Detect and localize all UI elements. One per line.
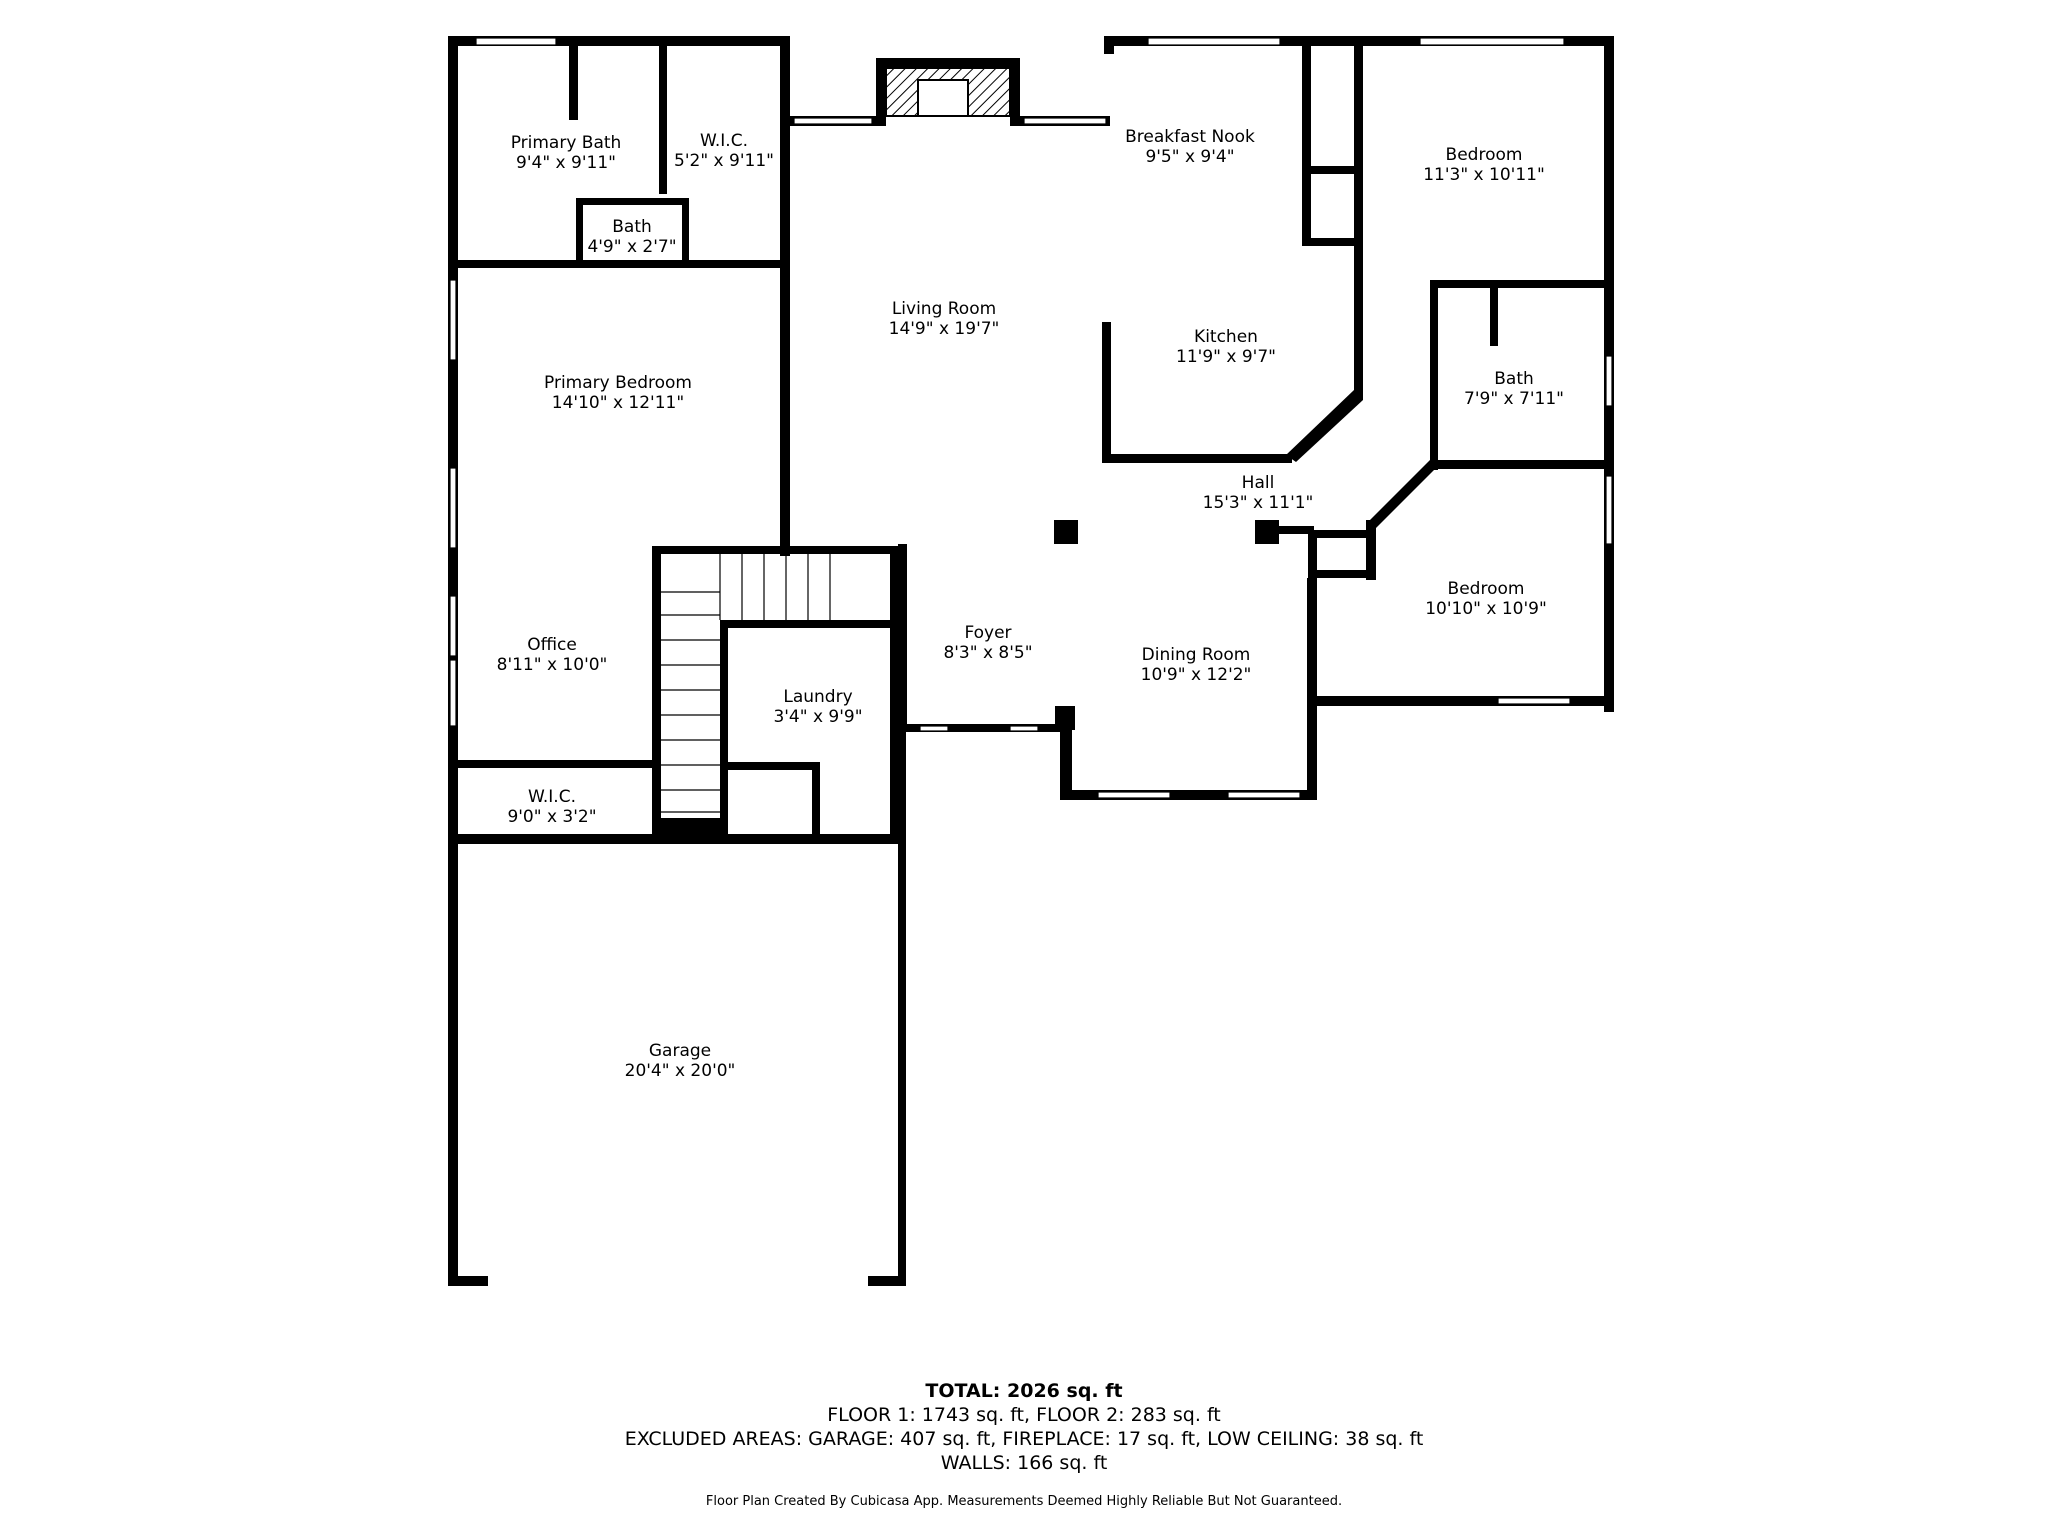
room-living-room-name: Living Room xyxy=(892,299,996,319)
windows xyxy=(449,37,1613,799)
room-primary-bedroom-dims: 14'10" x 12'11" xyxy=(552,393,684,413)
room-bath-small-name: Bath xyxy=(612,217,652,237)
room-bath-right-dims: 7'9" x 7'11" xyxy=(1464,389,1564,409)
room-wic-top-name: W.I.C. xyxy=(700,131,748,151)
room-hall-dims: 15'3" x 11'1" xyxy=(1203,493,1314,513)
room-bedroom-top-name: Bedroom xyxy=(1446,145,1523,165)
room-hall-name: Hall xyxy=(1242,473,1275,493)
room-wic-bottom-dims: 9'0" x 3'2" xyxy=(507,807,596,827)
room-labels: Primary Bath 9'4" x 9'11" W.I.C. 5'2" x … xyxy=(497,127,1564,1081)
room-office-name: Office xyxy=(527,635,577,655)
room-kitchen-dims: 11'9" x 9'7" xyxy=(1176,347,1276,367)
room-garage-dims: 20'4" x 20'0" xyxy=(625,1061,736,1081)
room-garage-name: Garage xyxy=(649,1041,711,1061)
room-primary-bedroom-name: Primary Bedroom xyxy=(544,373,692,393)
disclaimer: Floor Plan Created By Cubicasa App. Meas… xyxy=(705,1494,1343,1509)
room-laundry-name: Laundry xyxy=(783,687,852,707)
room-foyer-name: Foyer xyxy=(964,623,1011,643)
room-bedroom-bottom-name: Bedroom xyxy=(1448,579,1525,599)
summary-walls: WALLS: 166 sq. ft xyxy=(940,1452,1108,1474)
room-bath-right-name: Bath xyxy=(1494,369,1534,389)
room-wic-bottom-name: W.I.C. xyxy=(528,787,576,807)
room-foyer-dims: 8'3" x 8'5" xyxy=(943,643,1032,663)
staircase xyxy=(661,554,831,813)
summary-floors: FLOOR 1: 1743 sq. ft, FLOOR 2: 283 sq. f… xyxy=(827,1404,1221,1426)
room-office-dims: 8'11" x 10'0" xyxy=(497,655,608,675)
room-wic-top-dims: 5'2" x 9'11" xyxy=(674,151,774,171)
room-breakfast-nook-name: Breakfast Nook xyxy=(1125,127,1255,147)
room-living-room-dims: 14'9" x 19'7" xyxy=(889,319,1000,339)
room-primary-bath-name: Primary Bath xyxy=(511,133,622,153)
room-breakfast-nook-dims: 9'5" x 9'4" xyxy=(1145,147,1234,167)
room-kitchen-name: Kitchen xyxy=(1194,327,1258,347)
room-bedroom-bottom-dims: 10'10" x 10'9" xyxy=(1425,599,1547,619)
room-primary-bath-dims: 9'4" x 9'11" xyxy=(516,153,616,173)
summary-excluded: EXCLUDED AREAS: GARAGE: 407 sq. ft, FIRE… xyxy=(624,1428,1424,1450)
room-bedroom-top-dims: 11'3" x 10'11" xyxy=(1423,165,1545,185)
summary-total: TOTAL: 2026 sq. ft xyxy=(925,1380,1123,1402)
room-laundry-dims: 3'4" x 9'9" xyxy=(773,707,862,727)
room-dining-room-dims: 10'9" x 12'2" xyxy=(1141,665,1252,685)
room-bath-small-dims: 4'9" x 2'7" xyxy=(587,237,676,257)
room-dining-room-name: Dining Room xyxy=(1142,645,1251,665)
